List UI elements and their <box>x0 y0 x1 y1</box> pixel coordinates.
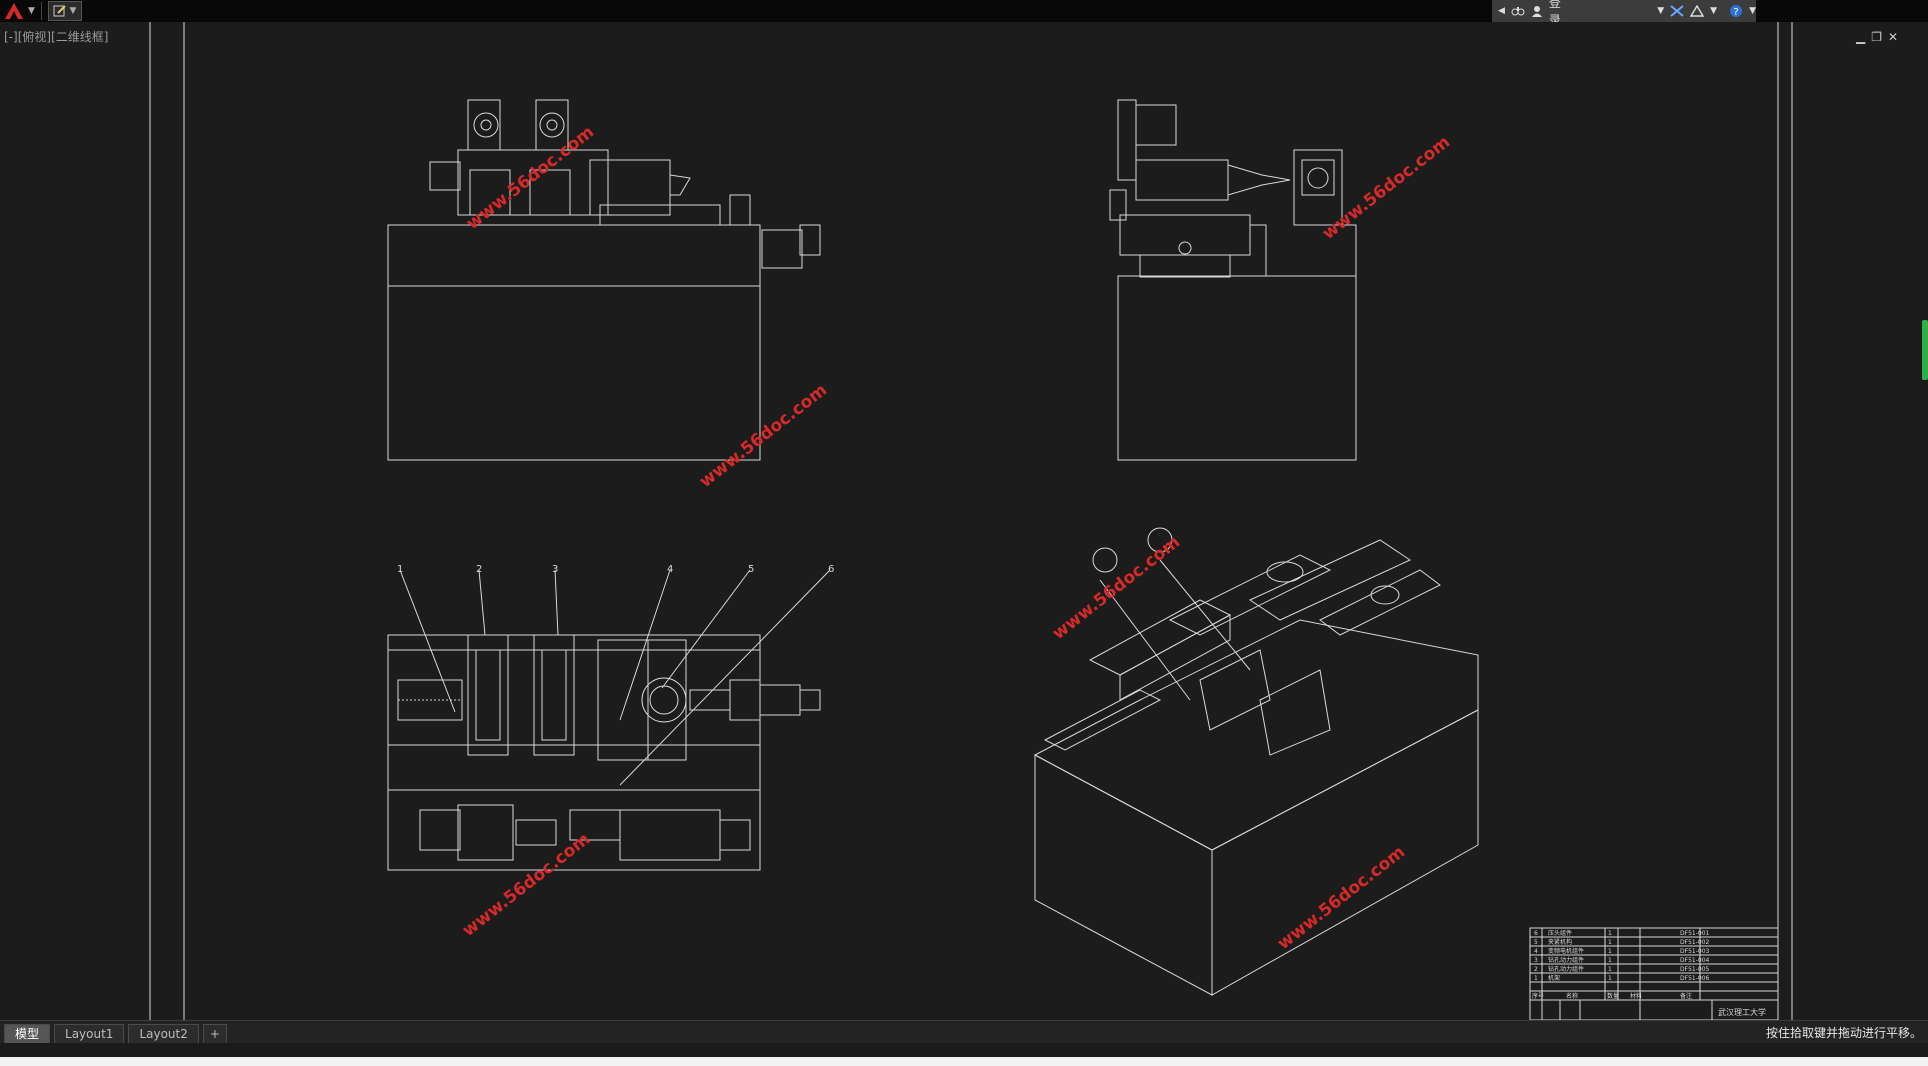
info-center: ◀ 登录 ▼ ▼ ? ▼ <box>1492 0 1756 27</box>
watermark-text: www.56doc.com <box>1274 842 1409 954</box>
svg-text:武汉理工大学: 武汉理工大学 <box>1718 1007 1766 1017</box>
balloon-labels: 1 2 3 4 5 6 <box>397 564 834 575</box>
watermark-text: www.56doc.com <box>1049 532 1184 644</box>
balloon-4: 4 <box>667 564 673 575</box>
a360-icon[interactable] <box>1690 5 1705 17</box>
tab-layout2[interactable]: Layout2 <box>128 1024 199 1043</box>
svg-text:DF51-005: DF51-005 <box>1680 966 1710 973</box>
drawing-viewport[interactable]: 1 2 3 4 5 6 w <box>0 22 1928 1022</box>
svg-text:钻孔动力组件: 钻孔动力组件 <box>1548 965 1584 973</box>
separator <box>40 2 42 20</box>
title-bar: ▼ ▼ ◀ 登录 ▼ ▼ ? ▼ <box>0 0 1928 27</box>
front-view <box>387 99 821 461</box>
watermark-text: www.56doc.com <box>459 829 594 941</box>
svg-text:5: 5 <box>1534 939 1538 946</box>
status-prompt: 按住拾取键并拖动进行平移。 <box>1765 1026 1922 1040</box>
balloon-2: 2 <box>476 564 482 575</box>
svg-text:1: 1 <box>1608 957 1612 964</box>
svg-text:3: 3 <box>1534 957 1538 964</box>
app-menu-chevron-icon[interactable]: ▼ <box>28 6 35 16</box>
exchange-icon[interactable] <box>1670 5 1684 17</box>
balloon-6: 6 <box>828 564 834 575</box>
svg-text:DF51-006: DF51-006 <box>1680 975 1710 982</box>
svg-text:1: 1 <box>1608 948 1612 955</box>
isometric-view <box>1033 527 1479 996</box>
watermark-text: www.56doc.com <box>696 380 831 492</box>
layout-tabs: 模型 Layout1 Layout2 + <box>0 1020 1928 1043</box>
svg-text:压头组件: 压头组件 <box>1548 929 1572 937</box>
balloon-5: 5 <box>748 564 754 575</box>
bom-text: 6 压头组件 1 DF51-001 5 夹紧机构 1 DF51-002 4 变频… <box>1532 929 1766 1017</box>
balloon-1: 1 <box>397 564 403 575</box>
svg-text:夹紧机构: 夹紧机构 <box>1548 938 1572 946</box>
svg-text:1: 1 <box>1608 966 1612 973</box>
autocad-logo-icon <box>5 3 23 19</box>
svg-text:DF51-003: DF51-003 <box>1680 948 1710 955</box>
user-icon[interactable] <box>1531 5 1543 17</box>
svg-text:DF51-004: DF51-004 <box>1680 957 1710 964</box>
binoculars-icon[interactable] <box>1511 5 1525 17</box>
minimize-icon[interactable]: ▁ <box>1856 30 1866 44</box>
svg-text:DF51-002: DF51-002 <box>1680 939 1710 946</box>
restore-icon[interactable]: ❐ <box>1871 30 1882 44</box>
drawing-canvas[interactable]: 1 2 3 4 5 6 w <box>0 22 1928 1022</box>
svg-text:1: 1 <box>1534 975 1538 982</box>
watermark-text: www.56doc.com <box>463 122 598 234</box>
scroll-left-icon[interactable]: ◀ <box>1498 6 1505 16</box>
svg-text:材料: 材料 <box>1630 992 1642 1000</box>
title-block <box>1529 927 1779 1021</box>
close-icon[interactable]: ✕ <box>1888 30 1899 44</box>
svg-text:6: 6 <box>1534 930 1538 937</box>
watermark-text: www.56doc.com <box>1319 132 1454 244</box>
login-dropdown-icon[interactable]: ▼ <box>1657 6 1665 16</box>
watermarks: www.56doc.com www.56doc.com www.56doc.co… <box>459 122 1454 954</box>
svg-text:?: ? <box>1733 7 1738 18</box>
svg-text:1: 1 <box>1608 939 1612 946</box>
svg-text:1: 1 <box>1608 930 1612 937</box>
svg-text:4: 4 <box>1534 948 1538 955</box>
edit-icon <box>53 5 67 17</box>
svg-text:机架: 机架 <box>1548 974 1560 982</box>
dropdown-icon: ▼ <box>69 6 77 16</box>
top-view <box>387 569 831 871</box>
svg-text:名称: 名称 <box>1566 992 1578 1000</box>
svg-text:序号: 序号 <box>1532 992 1544 1000</box>
app-menu-button[interactable] <box>0 0 28 22</box>
window-bottom-edge <box>0 1057 1928 1066</box>
svg-text:备注: 备注 <box>1680 992 1692 1000</box>
add-layout-button[interactable]: + <box>202 1024 227 1043</box>
viewport-controls-label[interactable]: [-][俯视][二维线框] <box>4 30 109 44</box>
viewport-window-controls: ▁ ❐ ✕ <box>1856 30 1898 44</box>
svg-text:2: 2 <box>1534 966 1538 973</box>
help-dropdown-icon[interactable]: ▼ <box>1749 6 1756 16</box>
svg-text:DF51-001: DF51-001 <box>1680 930 1710 937</box>
svg-text:变频电机组件: 变频电机组件 <box>1548 947 1584 955</box>
svg-text:1: 1 <box>1608 975 1612 982</box>
workspace-button[interactable]: ▼ <box>47 1 82 21</box>
side-view <box>1109 99 1357 461</box>
status-bar <box>0 1043 1928 1057</box>
svg-text:钻孔动力组件: 钻孔动力组件 <box>1548 956 1584 964</box>
a360-dropdown-icon[interactable]: ▼ <box>1710 6 1718 16</box>
tab-layout1[interactable]: Layout1 <box>54 1024 125 1043</box>
svg-text:数量: 数量 <box>1607 992 1619 1000</box>
quick-access-toolbar: ▼ ▼ <box>0 0 82 22</box>
help-icon[interactable]: ? <box>1729 4 1743 18</box>
balloon-3: 3 <box>552 564 558 575</box>
tab-model[interactable]: 模型 <box>4 1024 51 1043</box>
navigation-bar-indicator[interactable] <box>1922 320 1928 380</box>
